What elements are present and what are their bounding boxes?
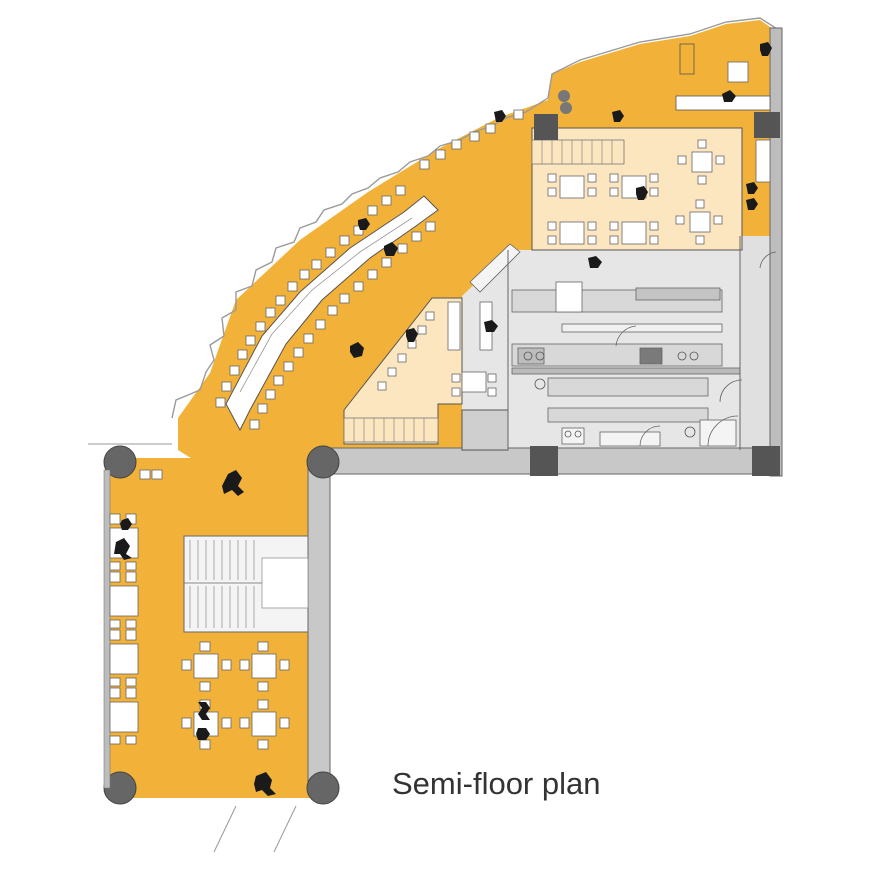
balcony-table	[727, 61, 749, 83]
column-icon	[306, 445, 340, 479]
column-icon	[461, 409, 509, 451]
person-icon	[588, 256, 602, 268]
person-icon	[196, 728, 210, 740]
person-icon	[198, 702, 210, 720]
glazing-line	[171, 17, 783, 419]
entrance-line	[213, 805, 237, 853]
person-icon	[722, 90, 736, 102]
person-icon	[384, 242, 398, 256]
column-icon	[560, 102, 572, 114]
person-icon	[612, 110, 624, 122]
banquette-divider	[239, 217, 413, 393]
person-icon	[494, 110, 506, 122]
kitchen-equipment	[511, 281, 741, 447]
chairs-inner-row	[249, 221, 436, 430]
person-icon	[760, 42, 772, 56]
column-icon	[558, 90, 570, 102]
wall-left	[103, 469, 111, 789]
person-icon	[222, 470, 244, 496]
column-icon	[754, 112, 780, 138]
stair-icon	[353, 418, 425, 442]
plan-caption: Semi-floor plan	[392, 766, 601, 801]
kitchen-burners	[523, 351, 699, 438]
person-icon	[746, 182, 758, 194]
person-icon	[120, 518, 132, 530]
stair-upper	[531, 139, 625, 165]
entrance-line	[273, 805, 297, 853]
column-icon	[752, 446, 780, 476]
door-swings	[615, 251, 777, 447]
balcony-rail	[679, 43, 695, 75]
column-icon	[306, 771, 340, 805]
wall-vertical	[307, 463, 331, 795]
stair-icon	[541, 140, 613, 164]
column-icon	[534, 114, 558, 140]
person-icon	[484, 320, 498, 332]
person-icon	[636, 186, 648, 200]
person-icon	[746, 198, 758, 210]
person-icon	[254, 772, 276, 796]
side-bench	[755, 139, 771, 183]
column-icon	[103, 445, 137, 479]
private-room-lower	[343, 297, 463, 445]
banquette-counter	[225, 195, 439, 432]
person-icon	[350, 342, 364, 358]
chairs-outer-row	[215, 109, 524, 408]
stair-icon	[184, 540, 262, 628]
column-icon	[530, 446, 558, 476]
private-room-tables-upper	[547, 139, 725, 245]
stair-lower	[343, 417, 439, 443]
stair-landing	[261, 557, 309, 609]
balcony-bar	[675, 95, 771, 111]
person-icon	[358, 218, 370, 230]
person-icon	[406, 328, 418, 342]
person-icon	[114, 538, 132, 560]
